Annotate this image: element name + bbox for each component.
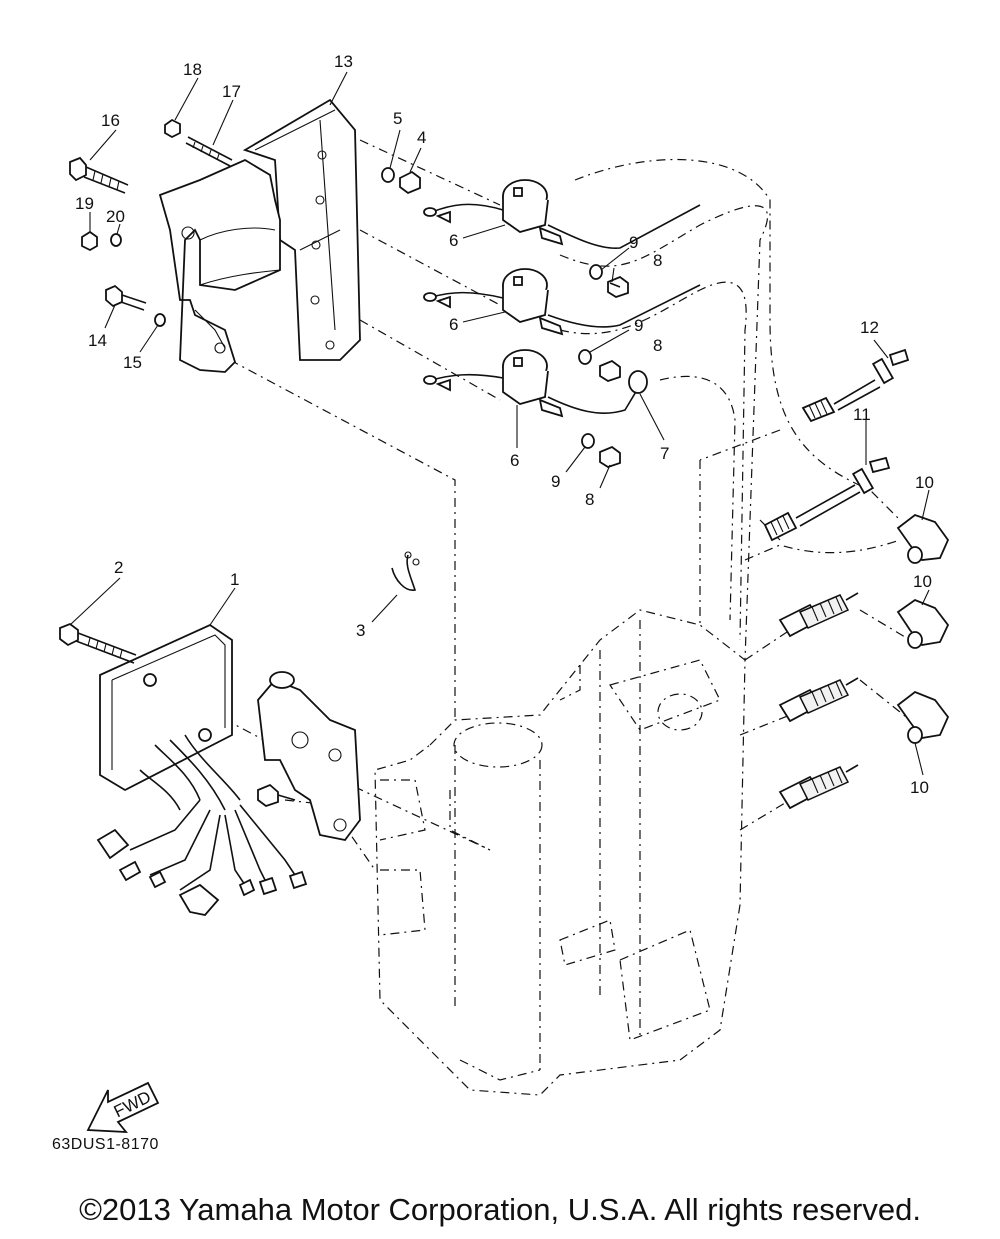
callout-3: 3 — [356, 621, 365, 640]
engine-block-outline — [374, 609, 746, 1096]
callout-16: 16 — [101, 111, 120, 130]
callout-9-top: 9 — [629, 233, 638, 252]
callout-1: 1 — [230, 570, 239, 589]
cdi-unit-1 — [96, 623, 308, 916]
ignition-bracket-13 — [158, 98, 361, 373]
callout-9-bottom: 9 — [551, 472, 560, 491]
callout-leaders — [69, 71, 930, 776]
callout-8-middle: 8 — [653, 336, 662, 355]
callout-7: 7 — [660, 444, 669, 463]
spark-plug-lead-11 — [763, 456, 891, 542]
bolt-2 — [59, 622, 137, 664]
callout-2: 2 — [114, 558, 123, 577]
callout-numbers: 18 17 16 19 20 14 15 13 5 4 6 6 6 9 8 9 … — [75, 52, 934, 797]
callout-8-bottom: 8 — [585, 490, 594, 509]
plug-cap-10-middle — [896, 598, 950, 649]
callout-6-middle: 6 — [449, 315, 458, 334]
spark-plug-middle — [778, 677, 859, 723]
copyright-notice: ©2013 Yamaha Motor Corporation, U.S.A. A… — [79, 1192, 921, 1227]
fasteners-top-center — [381, 167, 421, 195]
callout-11: 11 — [853, 405, 871, 424]
callout-17: 17 — [222, 82, 241, 101]
coil-fasteners — [578, 264, 629, 468]
callout-19: 19 — [75, 194, 94, 213]
ignition-coil-bottom — [423, 349, 641, 418]
callout-8-top: 8 — [653, 251, 662, 270]
callout-10-bottom: 10 — [910, 778, 929, 797]
callout-12: 12 — [860, 318, 879, 337]
fasteners-top-left — [69, 118, 233, 327]
spark-plug-top — [778, 592, 859, 638]
callout-13: 13 — [334, 52, 353, 71]
callout-4: 4 — [417, 128, 426, 147]
ignition-coil-middle — [423, 268, 701, 336]
callout-9-middle: 9 — [634, 316, 643, 335]
spark-plug-lead-12 — [801, 348, 910, 423]
wire-clip-3 — [391, 551, 420, 591]
callout-15: 15 — [123, 353, 142, 372]
callout-6-bottom: 6 — [510, 451, 519, 470]
callout-14: 14 — [88, 331, 107, 350]
spark-plug-bottom — [778, 764, 859, 810]
mounting-bracket — [257, 671, 361, 841]
callout-20: 20 — [106, 207, 125, 226]
plug-cap-10-top — [896, 513, 950, 564]
callout-10-middle: 10 — [913, 572, 932, 591]
plug-cap-10-bottom — [896, 690, 950, 744]
callout-18: 18 — [183, 60, 202, 79]
ignition-coil-top — [423, 179, 701, 249]
callout-6-top: 6 — [449, 231, 458, 250]
callout-5: 5 — [393, 109, 402, 128]
diagram-code: 63DUS1-8170 — [52, 1136, 159, 1153]
grommet-7 — [628, 370, 648, 394]
callout-10-top: 10 — [915, 473, 934, 492]
fwd-arrow: FWD — [86, 1081, 160, 1134]
